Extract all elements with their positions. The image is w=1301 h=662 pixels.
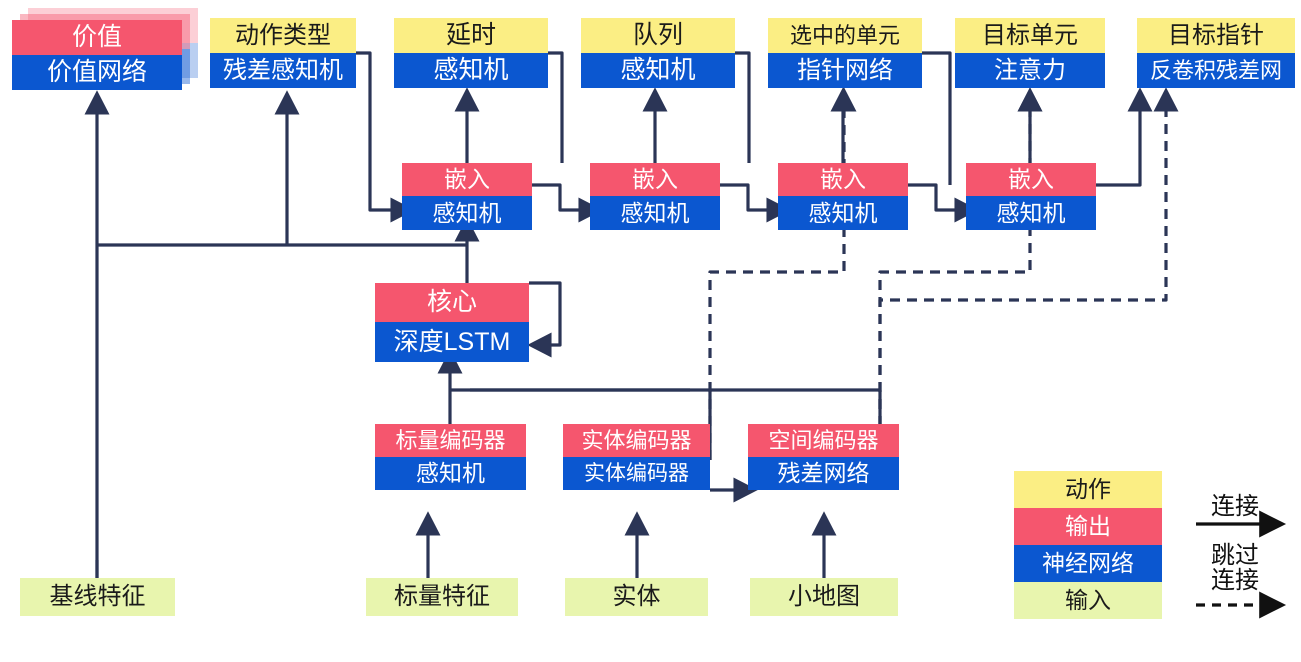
wire-embed1-to-embed2 <box>532 183 603 223</box>
input-baseline-features[interactable]: 基线特征 <box>20 578 175 616</box>
node-delay[interactable]: 延时 感知机 <box>394 18 548 88</box>
wire-skip-spatial-to-target-point <box>878 87 1179 460</box>
legend-swatches: 动作 输出 神经网络 输入 <box>1014 471 1162 619</box>
node-value-bottom: 价值网络 <box>12 55 182 90</box>
node-core[interactable]: 核心 深度LSTM <box>375 283 529 362</box>
node-target-unit-bottom: 注意力 <box>955 53 1105 88</box>
node-embed-2-top: 嵌入 <box>590 163 720 196</box>
node-entity-encoder[interactable]: 实体编码器 实体编码器 <box>563 424 710 490</box>
node-entity-encoder-top: 实体编码器 <box>563 424 710 457</box>
node-core-top: 核心 <box>375 283 529 322</box>
node-value[interactable]: 价值 价值网络 <box>12 20 182 90</box>
node-selected-units-top: 选中的单元 <box>768 18 922 53</box>
node-queue-top: 队列 <box>581 18 735 53</box>
wire-selected-down <box>922 51 952 185</box>
node-embed-4-top: 嵌入 <box>966 163 1096 196</box>
node-queue-bottom: 感知机 <box>581 53 735 88</box>
node-queue[interactable]: 队列 感知机 <box>581 18 735 88</box>
input-scalar-features[interactable]: 标量特征 <box>366 578 518 616</box>
node-spatial-encoder[interactable]: 空间编码器 残差网络 <box>748 424 899 490</box>
legend-label-skip-connection: 跳过 连接 <box>1211 542 1259 595</box>
node-scalar-encoder-bottom: 感知机 <box>375 457 526 490</box>
node-spatial-encoder-top: 空间编码器 <box>748 424 899 457</box>
wire-skip-entity-to-selected <box>708 87 857 460</box>
wire-delay-down <box>548 51 564 163</box>
wire-embed4-to-target-point <box>1096 87 1153 187</box>
node-target-unit[interactable]: 目标单元 注意力 <box>955 18 1105 88</box>
node-target-point-bottom: 反卷积残差网 <box>1137 53 1295 88</box>
node-action-type[interactable]: 动作类型 残差感知机 <box>210 18 356 88</box>
node-spatial-encoder-bottom: 残差网络 <box>748 457 899 490</box>
node-embed-4[interactable]: 嵌入 感知机 <box>966 163 1096 230</box>
node-target-unit-top: 目标单元 <box>955 18 1105 53</box>
legend-swatch-input: 输入 <box>1014 582 1162 619</box>
legend-label-connection: 连接 <box>1211 493 1259 520</box>
node-selected-units[interactable]: 选中的单元 指针网络 <box>768 18 922 88</box>
input-entities[interactable]: 实体 <box>565 578 708 616</box>
node-core-bottom: 深度LSTM <box>375 322 529 362</box>
node-action-type-bottom: 残差感知机 <box>210 53 356 88</box>
node-embed-1-top: 嵌入 <box>402 163 532 196</box>
legend-swatch-output: 输出 <box>1014 508 1162 545</box>
legend-swatch-action: 动作 <box>1014 471 1162 508</box>
input-minimap[interactable]: 小地图 <box>750 578 898 616</box>
wire-embed2-to-embed3 <box>720 183 791 223</box>
node-value-top: 价值 <box>12 20 182 55</box>
node-embed-3-bottom: 感知机 <box>778 196 908 230</box>
node-target-point[interactable]: 目标指针 反卷积残差网 <box>1137 18 1295 88</box>
node-embed-4-bottom: 感知机 <box>966 196 1096 230</box>
node-scalar-encoder[interactable]: 标量编码器 感知机 <box>375 424 526 490</box>
node-selected-units-bottom: 指针网络 <box>768 53 922 88</box>
legend-swatch-neural-network: 神经网络 <box>1014 545 1162 582</box>
node-scalar-encoder-top: 标量编码器 <box>375 424 526 457</box>
wire-skip-spatial-to-target-unit <box>878 87 1043 460</box>
node-embed-3[interactable]: 嵌入 感知机 <box>778 163 908 230</box>
node-delay-bottom: 感知机 <box>394 53 548 88</box>
node-embed-3-top: 嵌入 <box>778 163 908 196</box>
node-target-point-top: 目标指针 <box>1137 18 1295 53</box>
node-embed-1[interactable]: 嵌入 感知机 <box>402 163 532 230</box>
node-delay-top: 延时 <box>394 18 548 53</box>
wire-core-self-loop <box>527 281 562 358</box>
wire-embed3-to-embed4 <box>908 183 979 223</box>
wire-queue-down <box>735 51 751 163</box>
node-embed-2[interactable]: 嵌入 感知机 <box>590 163 720 230</box>
node-entity-encoder-bottom: 实体编码器 <box>563 457 710 490</box>
node-embed-1-bottom: 感知机 <box>402 196 532 230</box>
node-action-type-top: 动作类型 <box>210 18 356 53</box>
node-embed-2-bottom: 感知机 <box>590 196 720 230</box>
